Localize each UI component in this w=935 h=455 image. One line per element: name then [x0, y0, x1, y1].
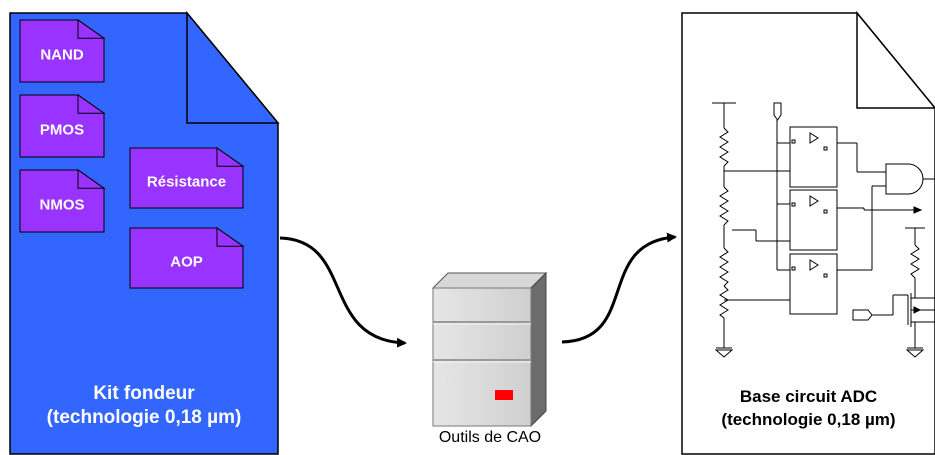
component-card-pmos: PMOS [19, 94, 106, 158]
component-card-aop: AOP [129, 227, 245, 289]
adc-caption: Base circuit ADC (technologie 0,18 µm) [682, 385, 935, 431]
cad-server-icon [431, 271, 548, 428]
resistor-2 [719, 186, 729, 226]
foundry-kit-title: Kit fondeur [93, 383, 195, 404]
component-card-nand: NAND [19, 19, 106, 83]
and-gate [885, 163, 924, 195]
foundry-kit-caption: Kit fondeur (technologie 0,18 µm) [10, 382, 278, 430]
component-label: NMOS [40, 197, 85, 214]
adc-page-fold [856, 10, 935, 109]
resistor-1 [719, 127, 729, 167]
resistor-3 [719, 247, 729, 287]
component-label: PMOS [40, 122, 84, 139]
server-indicator-light [495, 390, 513, 400]
component-label: Résistance [147, 173, 226, 190]
component-card-resistance: Résistance [129, 147, 245, 209]
adc-subtitle: (technologie 0,18 µm) [721, 410, 896, 429]
component-label: NAND [40, 47, 83, 64]
adc-schematic [712, 102, 935, 358]
arrow-cad-to-adc [561, 232, 677, 344]
arrow-kit-to-cad [279, 236, 407, 348]
adc-title: Base circuit ADC [739, 387, 878, 406]
component-label: AOP [170, 253, 203, 270]
resistor-4 [719, 285, 729, 319]
component-card-nmos: NMOS [19, 169, 106, 233]
foundry-kit-subtitle: (technologie 0,18 µm) [46, 407, 242, 428]
resistor-5 [910, 244, 920, 279]
cad-tools-label: Outils de CAO [438, 429, 542, 446]
foundry-kit-page-fold [186, 10, 280, 124]
